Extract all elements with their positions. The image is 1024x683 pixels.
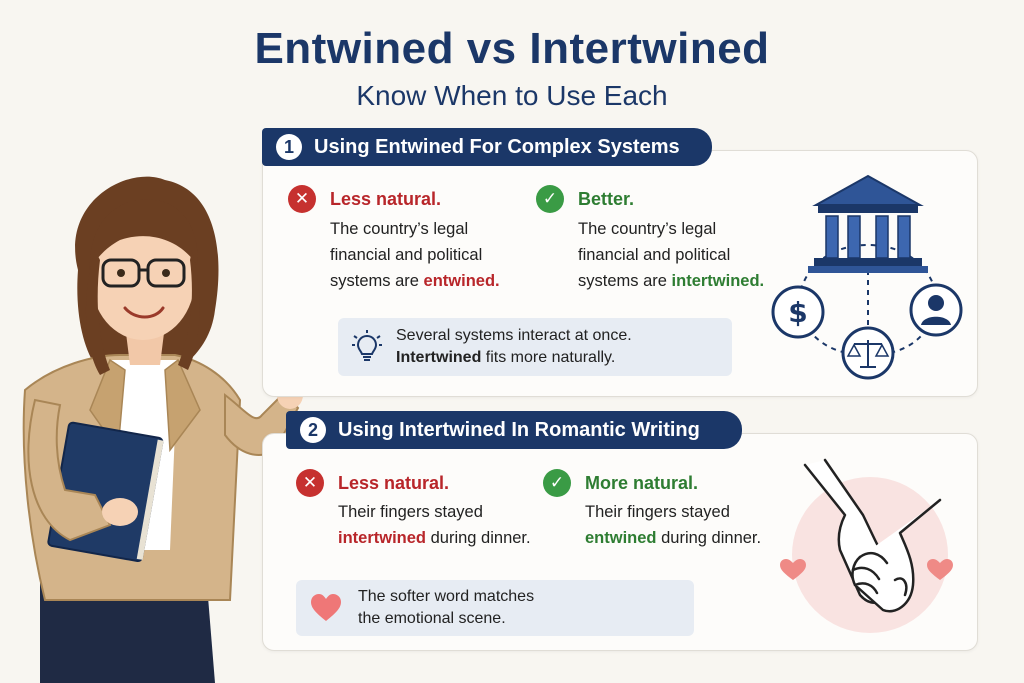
section-1-banner: 1 Using Entwined For Complex Systems xyxy=(262,128,712,166)
section-2-note: The softer word matches the emotional sc… xyxy=(296,580,694,636)
dollar-icon: $ xyxy=(771,285,825,339)
section-1-wrong-verdict: ✕ Less natural. xyxy=(288,185,441,213)
section-1-right-example: The country’s legal financial and politi… xyxy=(578,220,765,290)
holding-hands-illustration xyxy=(775,445,965,640)
cross-icon: ✕ xyxy=(296,469,324,497)
section-1-wrong-example: The country’s legal financial and politi… xyxy=(330,220,500,290)
teacher-illustration xyxy=(0,160,330,683)
systems-illustration: $ xyxy=(768,170,968,385)
section-2-right-example: Their fingers stayed entwined during din… xyxy=(585,503,762,547)
bank-icon xyxy=(808,174,928,273)
highlight-word: intertwined xyxy=(338,529,427,547)
svg-text:$: $ xyxy=(788,296,807,329)
check-icon: ✓ xyxy=(536,185,564,213)
heart-icon xyxy=(927,559,953,580)
section-2-right-verdict: ✓ More natural. xyxy=(543,469,698,497)
page-subtitle: Know When to Use Each xyxy=(356,80,668,111)
heart-icon xyxy=(780,559,806,580)
highlight-word: entwined xyxy=(423,272,496,290)
section-2-banner: 2 Using Intertwined In Romantic Writing xyxy=(286,411,742,449)
section-1-right-verdict: ✓ Better. xyxy=(536,185,634,213)
person-icon xyxy=(909,283,963,337)
section-2-wrong-verdict: ✕ Less natural. xyxy=(296,469,449,497)
lightbulb-icon xyxy=(352,330,382,364)
check-icon: ✓ xyxy=(543,469,571,497)
section-1-number: 1 xyxy=(276,134,302,160)
highlight-word: intertwined xyxy=(671,272,760,290)
section-1-title: Using Entwined For Complex Systems xyxy=(314,135,680,158)
section-2-number: 2 xyxy=(300,417,326,443)
section-2-title: Using Intertwined In Romantic Writing xyxy=(338,418,700,441)
highlight-word: entwined xyxy=(585,529,657,547)
section-2-wrong-example: Their fingers stayed intertwined during … xyxy=(338,503,531,547)
scales-icon xyxy=(841,326,895,380)
section-1-note: Several systems interact at once. Intert… xyxy=(338,318,732,376)
cross-icon: ✕ xyxy=(288,185,316,213)
heart-icon xyxy=(310,594,342,622)
page-title: Entwined vs Intertwined xyxy=(254,24,770,73)
